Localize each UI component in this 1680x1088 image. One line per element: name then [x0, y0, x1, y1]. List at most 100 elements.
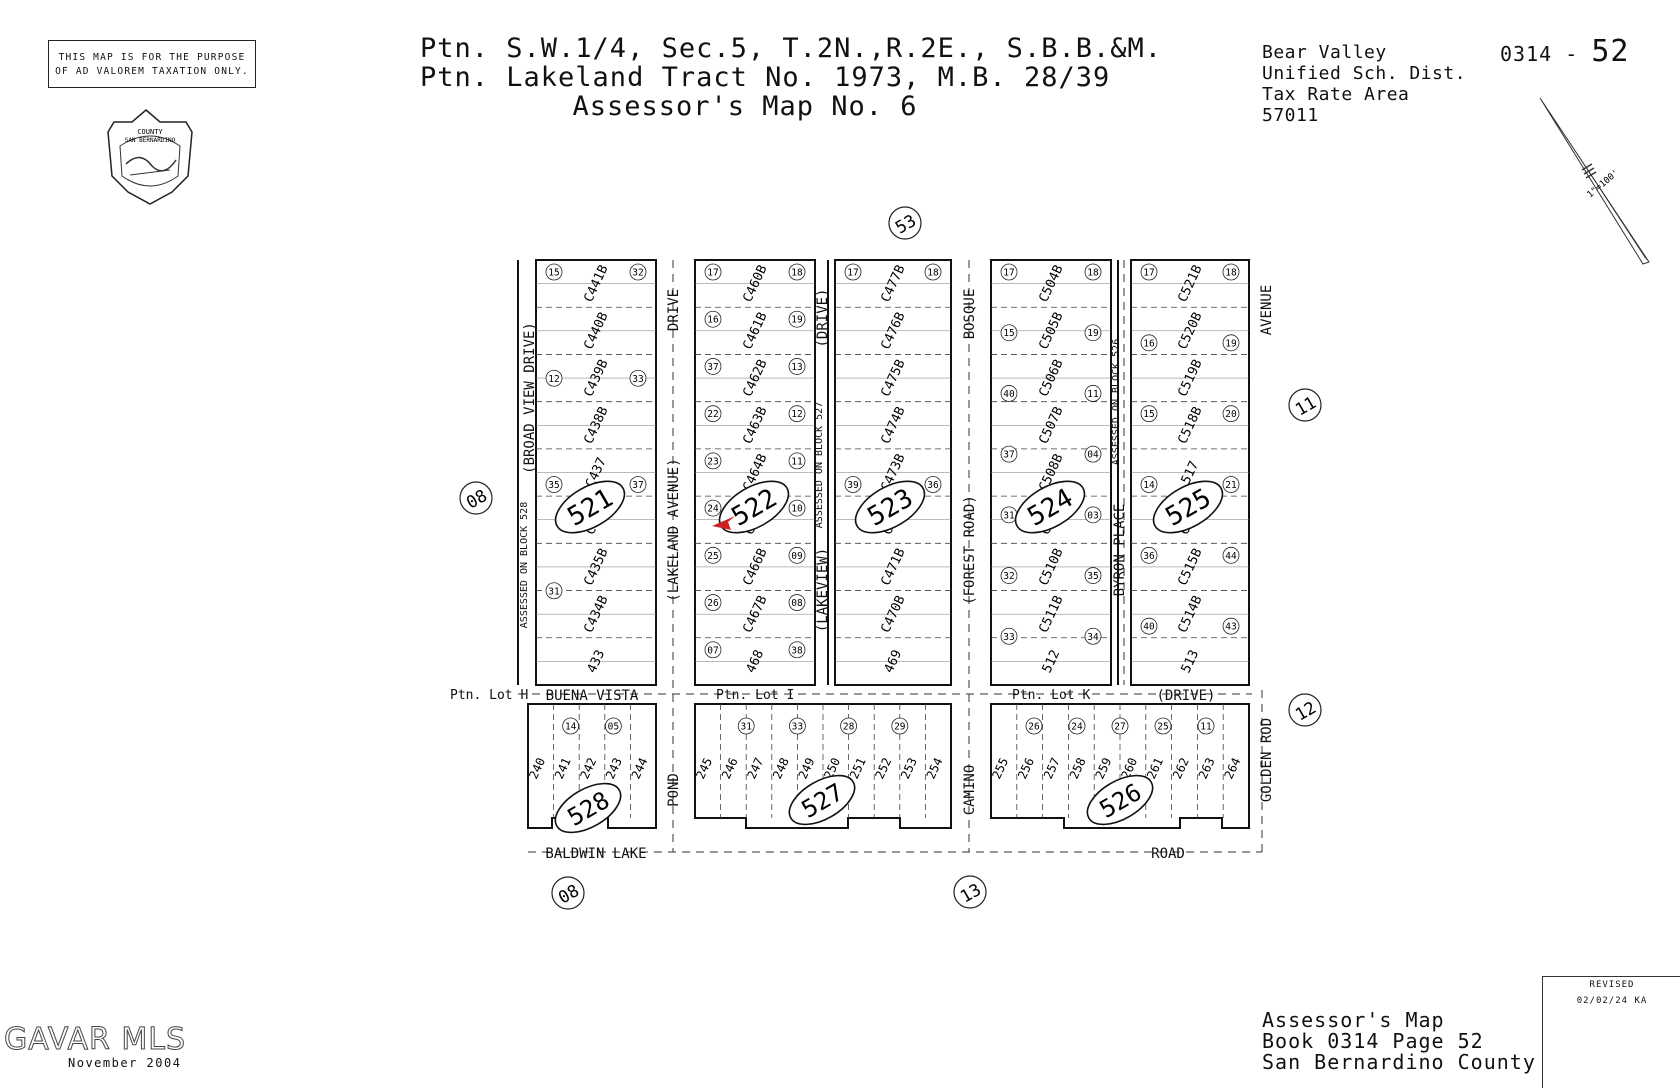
north-arrow-icon: 1"=100': [1539, 97, 1650, 265]
note-assessed-527: ASSESSED ON BLOCK 527: [814, 402, 825, 528]
parcel-circle: [737, 717, 755, 735]
parcel-number: 08: [791, 598, 803, 609]
parcel-circle: [788, 641, 806, 659]
parcel-number: 17: [707, 268, 718, 279]
parcel-circle: [1140, 617, 1158, 635]
parcel-number: 37: [1003, 450, 1014, 461]
parcel-circle: [788, 452, 806, 470]
parcel-number: 15: [1003, 328, 1014, 339]
parcel-circle: [704, 594, 722, 611]
parcel-circle: [1222, 617, 1240, 635]
parcel-number: 05: [608, 722, 619, 733]
parcel-circle: [789, 717, 806, 735]
block-number-oval: [1152, 480, 1224, 534]
parcel-number: 11: [791, 456, 803, 467]
seal-text-county: COUNTY: [137, 128, 163, 136]
parcel-circle: [1084, 627, 1102, 645]
parcel-circle: [704, 405, 722, 423]
parcel-col-label: 252: [872, 756, 894, 782]
adjacent-page-11: 11: [1288, 388, 1322, 422]
parcel-col-label: 251: [847, 756, 869, 782]
parcel-number: 33: [792, 722, 803, 733]
parcel-circle: [1000, 263, 1018, 281]
parcel-circle: [788, 263, 806, 281]
parcel-circle: [704, 452, 722, 470]
parcel-number: 16: [1143, 338, 1155, 349]
street-broad-view-drive: (BROAD VIEW DRIVE): [522, 322, 538, 474]
parcel-circle: [1025, 717, 1043, 735]
parcel-circle: [844, 263, 862, 281]
parcel-number: 33: [632, 374, 643, 385]
parcel-circle: [545, 263, 563, 281]
parcel-circle: [788, 405, 806, 423]
parcel-number: 35: [548, 480, 559, 491]
parcel-circle: [1140, 405, 1158, 423]
parcel-number: 33: [1003, 632, 1014, 643]
parcel-col-label: 247: [744, 756, 766, 782]
parcel-number: 18: [1225, 268, 1237, 279]
parcel-number: 17: [1003, 268, 1014, 279]
parcel-circle: [788, 499, 806, 517]
parcel-col-label: 249: [796, 756, 818, 782]
district-line-3: Tax Rate Area: [1262, 84, 1410, 105]
district-line-1: Bear Valley: [1262, 42, 1387, 63]
parcel-number: 11: [1087, 389, 1099, 400]
parcel-number: 11: [1200, 722, 1212, 733]
upper-blocks: C441BC440BC439BC438BC437C436C435BC434B43…: [536, 263, 1249, 676]
parcel-circle: [1222, 405, 1240, 423]
parcel-col-label: 259: [1093, 756, 1115, 782]
parcel-number: 25: [707, 551, 718, 562]
parcel-circle: [1084, 324, 1102, 342]
parcel-number: 26: [1028, 722, 1040, 733]
parcel-col-label: 244: [629, 756, 651, 782]
footer-line-2: Book 0314 Page 52: [1262, 1029, 1484, 1053]
parcel-number: 38: [791, 645, 803, 656]
note-assessed-526: ASSESSED ON BLOCK 526: [1111, 339, 1122, 465]
parcel-circle: [1000, 627, 1018, 645]
parcel-circle: [788, 594, 806, 611]
block-number-oval: [854, 480, 926, 534]
parcel-number: 12: [791, 409, 802, 420]
parcel-circle: [1222, 263, 1240, 281]
parcel-number: 32: [632, 268, 643, 279]
parcel-col-label: 240: [526, 756, 548, 782]
title-line-2: Ptn. Lakeland Tract No. 1973, M.B. 28/39: [420, 62, 1111, 93]
parcel-circle: [704, 546, 722, 564]
block-524: C504BC505BC506BC507BC508BC509C510BC511B5…: [991, 263, 1111, 675]
parcel-circle: [1140, 476, 1158, 493]
parcel-col-label: 258: [1067, 756, 1089, 782]
parcel-circle: [562, 717, 580, 735]
parcel-circle: [1000, 445, 1018, 463]
parcel-circle: [788, 358, 806, 375]
parcel-number: 19: [791, 315, 803, 326]
district-line-4: 57011: [1262, 105, 1319, 126]
footer-line-3: San Bernardino County: [1262, 1050, 1536, 1074]
county-seal-icon: COUNTY SAN BERNARDINO: [107, 109, 193, 205]
lot-label-i: Ptn. Lot I: [716, 688, 794, 703]
parcel-circle: [1084, 263, 1102, 281]
parcel-circle: [840, 717, 857, 735]
parcel-circle: [545, 582, 563, 600]
block-number-oval: [788, 774, 856, 826]
seal-text-name: SAN BERNARDINO: [125, 137, 176, 144]
block-number-oval: [1014, 480, 1086, 534]
parcel-row-label: 513: [1179, 648, 1203, 676]
parcel-col-label: 241: [552, 756, 574, 782]
street-lakeview: (LAKEVIEW): [815, 548, 831, 632]
parcel-circle: [629, 476, 647, 493]
parcel-circle: [545, 476, 563, 493]
street-road: ROAD: [1151, 846, 1185, 862]
parcel-circle: [1222, 476, 1240, 493]
parcel-circle: [1140, 263, 1158, 281]
parcel-number: 34: [1087, 632, 1099, 643]
parcel-number: 15: [548, 268, 559, 279]
parcel-number: 25: [1157, 722, 1168, 733]
parcel-number: 32: [1003, 571, 1014, 582]
district-line-2: Unified Sch. Dist.: [1262, 63, 1467, 84]
street-drive-lower: (DRIVE): [1156, 688, 1215, 704]
parcel-col-label: 245: [693, 756, 715, 782]
mls-brand-logo: GAVAR MLS: [4, 1022, 186, 1058]
lot-label-k: Ptn. Lot K: [1012, 688, 1090, 703]
